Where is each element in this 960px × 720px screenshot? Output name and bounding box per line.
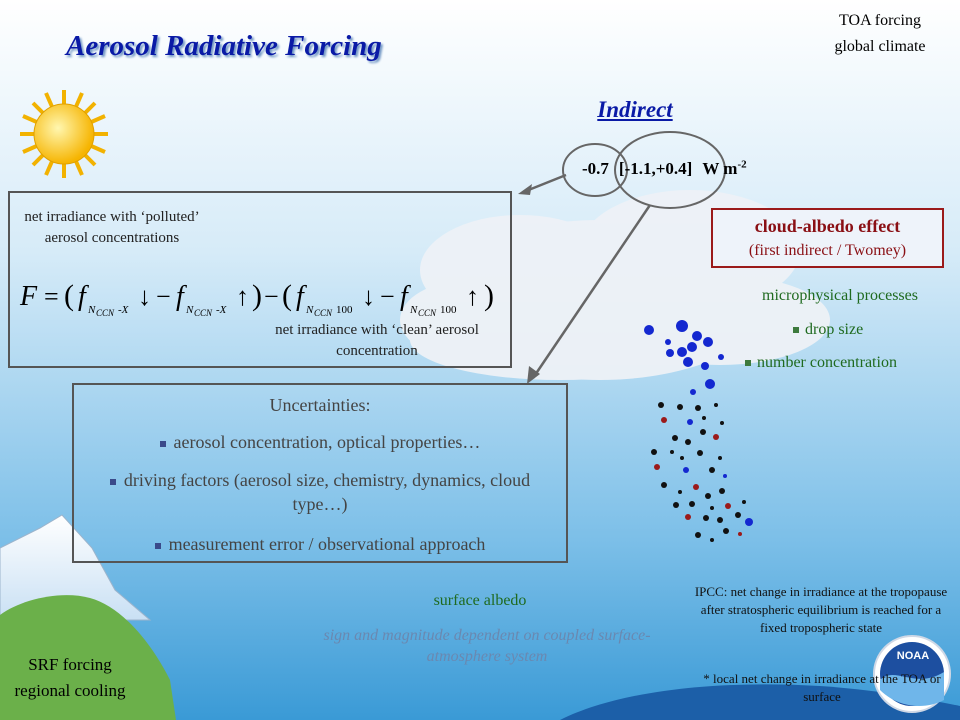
surface-albedo-label: surface albedo xyxy=(433,592,527,609)
slide-title: Aerosol Radiative Forcing xyxy=(66,30,382,62)
svg-text:N: N xyxy=(305,304,314,316)
bullet-icon xyxy=(793,327,799,334)
svg-text:-X: -X xyxy=(216,304,228,316)
svg-text:↓: ↓ xyxy=(138,282,151,311)
micro-item-number-concentration: number concentration xyxy=(745,354,897,372)
forcing-units: W m-2 xyxy=(702,158,747,178)
bullet-icon xyxy=(154,542,161,549)
equation-box xyxy=(8,191,512,368)
svg-text:−: − xyxy=(380,282,395,311)
svg-text:100: 100 xyxy=(440,304,457,316)
svg-text:↑: ↑ xyxy=(236,282,249,311)
toa-line-2: global climate xyxy=(834,38,926,55)
forcing-range: [-1.1,+0.4] xyxy=(618,158,693,178)
noaa-logo-text: NOAA xyxy=(896,650,930,662)
svg-text:(: ( xyxy=(282,279,292,312)
svg-text:↑: ↑ xyxy=(466,282,479,311)
bullet-icon xyxy=(109,478,116,485)
svg-text:N: N xyxy=(87,304,96,316)
ocean xyxy=(560,684,960,720)
value-highlight-oval xyxy=(562,143,628,197)
cloud-droplets xyxy=(644,320,753,542)
svg-text:f: f xyxy=(296,281,307,312)
arrow-to-equation xyxy=(525,173,567,193)
uncertainty-item: driving factors (aerosol size, chemistry… xyxy=(72,468,568,516)
toa-line-1: TOA forcing xyxy=(839,12,921,29)
cloud-albedo-subtitle: (first indirect / Twomey) xyxy=(748,242,907,259)
svg-text:100: 100 xyxy=(336,304,353,316)
svg-text:−: − xyxy=(264,282,279,311)
cloud-albedo-box: cloud-albedo effect (first indirect / Tw… xyxy=(711,208,944,268)
arrow-to-uncertainties xyxy=(531,204,652,379)
ground xyxy=(0,595,176,720)
svg-text:N: N xyxy=(409,304,418,316)
forcing-equation: F = ( f N CCN -X ↓ − f N CCN -X ↑ ) − ( … xyxy=(19,279,494,318)
svg-text:CCN: CCN xyxy=(194,308,213,318)
uncertainty-item: measurement error / observational approa… xyxy=(72,532,568,556)
polluted-irradiance-label: net irradiance with ‘polluted’ aerosol c… xyxy=(24,209,200,246)
microphysical-heading: microphysical processes xyxy=(762,287,918,304)
svg-text:−: − xyxy=(156,282,171,311)
bullet-icon xyxy=(159,440,166,447)
svg-text:): ) xyxy=(484,279,494,312)
cloud-albedo-title: cloud-albedo effect xyxy=(754,216,901,236)
noaa-logo xyxy=(873,635,951,713)
uncertainties-box xyxy=(72,383,568,563)
svg-text:(: ( xyxy=(64,279,74,312)
uncertainties-heading: Uncertainties: xyxy=(269,395,371,415)
forcing-central-value: -0.7 xyxy=(582,158,609,178)
sun-icon xyxy=(20,90,108,178)
svg-text:N: N xyxy=(185,304,194,316)
srf-line-2: regional cooling xyxy=(14,681,126,700)
range-highlight-oval xyxy=(614,131,726,209)
svg-text:f: f xyxy=(400,281,411,312)
svg-text:-X: -X xyxy=(118,304,130,316)
svg-text:CCN: CCN xyxy=(96,308,115,318)
srf-forcing-label: SRF forcing regional cooling xyxy=(0,652,140,704)
svg-text:CCN: CCN xyxy=(418,308,437,318)
srf-line-1: SRF forcing xyxy=(28,655,112,674)
forcing-value: -0.7 [-1.1,+0.4] W m-2 xyxy=(582,158,747,179)
micro-item-drop-size: drop size xyxy=(793,321,863,339)
ipcc-definition: IPCC: net change in irradiance at the tr… xyxy=(694,584,948,635)
bullet-icon xyxy=(745,360,751,367)
surface-sign-note: sign and magnitude dependent on coupled … xyxy=(323,627,651,665)
svg-text:↓: ↓ xyxy=(362,282,375,311)
toa-forcing-label: TOA forcing global climate xyxy=(800,8,960,60)
svg-text:CCN: CCN xyxy=(314,308,333,318)
local-forcing-note: * local net change in irradiance at the … xyxy=(703,671,941,704)
uncertainty-item: aerosol concentration, optical propertie… xyxy=(72,430,568,454)
indirect-label: Indirect xyxy=(597,97,673,122)
svg-text:=: = xyxy=(44,282,59,311)
svg-text:F: F xyxy=(19,281,38,312)
svg-text:): ) xyxy=(252,279,262,312)
clean-irradiance-label: net irradiance with ‘clean’ aerosol conc… xyxy=(275,322,479,359)
svg-text:f: f xyxy=(176,281,187,312)
svg-text:f: f xyxy=(78,281,89,312)
